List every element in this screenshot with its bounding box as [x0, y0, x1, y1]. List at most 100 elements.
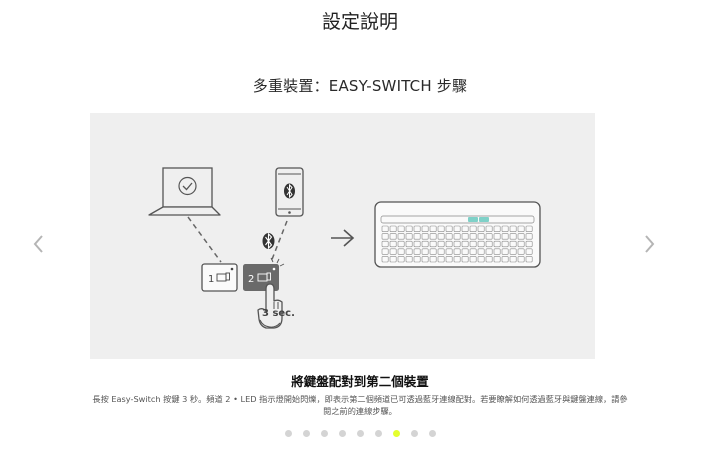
- keyboard-key: [453, 225, 461, 232]
- keyboard-key: [525, 256, 533, 263]
- keyboard-key: [509, 233, 517, 240]
- page-title: 設定說明: [321, 11, 398, 33]
- press-hand-icon: 3 sec.: [257, 283, 295, 329]
- keyboard-key: [389, 233, 397, 240]
- keyboard-key: [405, 225, 413, 232]
- carousel-dot[interactable]: [428, 430, 436, 437]
- keyboard-key: [509, 248, 517, 255]
- keyboard-key: [437, 233, 445, 240]
- keyboard-key: [381, 248, 389, 255]
- keyboard-key: [413, 225, 421, 232]
- keyboard-key: [493, 240, 501, 248]
- keyboard-key: [461, 240, 469, 248]
- keyboard-key: [389, 225, 397, 232]
- keyboard-key: [493, 256, 501, 263]
- carousel-dot[interactable]: [356, 430, 364, 437]
- keyboard-key: [501, 225, 509, 232]
- keyboard-key: [517, 225, 525, 232]
- keyboard-key: [405, 256, 413, 263]
- keyboard-key: [517, 256, 525, 263]
- easy-switch-key-2: 2: [243, 257, 285, 291]
- keyboard-key: [421, 225, 429, 232]
- laptop-icon: [148, 167, 221, 216]
- carousel-next-button[interactable]: [640, 230, 658, 258]
- keyboard-key: [525, 233, 533, 240]
- carousel-dot[interactable]: [374, 430, 382, 437]
- keyboard-key: [453, 248, 461, 255]
- keyboard-key: [493, 248, 501, 255]
- carousel-dot[interactable]: [392, 430, 400, 437]
- connection-line-laptop: [187, 216, 222, 263]
- phone-icon: [275, 167, 304, 217]
- keyboard-key: [509, 240, 517, 248]
- keyboard-key: [437, 240, 445, 248]
- keyboard-key: [437, 248, 445, 255]
- keyboard-key: [445, 248, 453, 255]
- caption-description: 長按 Easy-Switch 按鍵 3 秒。頻道 2 • LED 指示燈開始閃爍…: [92, 394, 628, 416]
- keyboard-key: [405, 240, 413, 248]
- channel-1-label: 1: [208, 274, 214, 285]
- keyboard-key: [517, 233, 525, 240]
- hold-time-label: 3 sec.: [262, 308, 295, 319]
- keyboard-key: [453, 240, 461, 248]
- carousel-dot[interactable]: [338, 430, 346, 437]
- keyboard-key: [501, 233, 509, 240]
- carousel-dot[interactable]: [320, 430, 328, 437]
- keyboard-key: [517, 240, 525, 248]
- keyboard-key: [405, 233, 413, 240]
- carousel-prev-button[interactable]: [30, 230, 48, 258]
- keyboard-key: [413, 256, 421, 263]
- keyboard-key: [461, 233, 469, 240]
- keyboard-key: [461, 248, 469, 255]
- carousel-dot[interactable]: [410, 430, 418, 437]
- keyboard-key: [389, 248, 397, 255]
- keyboard-key: [421, 240, 429, 248]
- keyboard-key: [429, 240, 437, 248]
- keyboard-key: [469, 256, 477, 263]
- keyboard-key: [509, 225, 517, 232]
- keyboard-key: [461, 256, 469, 263]
- chevron-left-icon: [33, 235, 43, 253]
- keyboard-key: [381, 256, 389, 263]
- keyboard-key: [381, 225, 389, 232]
- carousel-dot[interactable]: [302, 430, 310, 437]
- keyboard-key: [485, 248, 493, 255]
- keyboard-key: [485, 225, 493, 232]
- keyboard-key: [397, 248, 405, 255]
- keyboard-key: [493, 233, 501, 240]
- keyboard-key: [421, 248, 429, 255]
- keyboard-illustration: [374, 201, 541, 268]
- keyboard-key: [413, 240, 421, 248]
- keyboard-key: [397, 225, 405, 232]
- keyboard-key: [405, 248, 413, 255]
- keyboard-key: [453, 233, 461, 240]
- easy-switch-key-1: 1: [201, 263, 238, 292]
- keyboard-key: [477, 225, 485, 232]
- section-title: 多重裝置：EASY-SWITCH 步驟: [252, 77, 468, 95]
- channel-2-label: 2: [248, 274, 254, 285]
- keyboard-key: [477, 233, 485, 240]
- keyboard-key: [397, 256, 405, 263]
- chevron-right-icon: [645, 235, 655, 253]
- keyboard-key: [469, 248, 477, 255]
- keyboard-key: [485, 256, 493, 263]
- keyboard-key: [485, 233, 493, 240]
- keyboard-key: [501, 248, 509, 255]
- keyboard-key: [421, 233, 429, 240]
- caption-title: 將鍵盤配對到第二個裝置: [291, 374, 429, 389]
- keyboard-key: [445, 256, 453, 263]
- connection-line-phone: [270, 220, 288, 263]
- keyboard-key: [509, 256, 517, 263]
- keyboard-key: [413, 248, 421, 255]
- keyboard-key: [381, 240, 389, 248]
- keyboard-key: [469, 233, 477, 240]
- keyboard-key: [469, 240, 477, 248]
- keyboard-key: [485, 240, 493, 248]
- keyboard-key: [461, 225, 469, 232]
- carousel-dot[interactable]: [284, 430, 292, 437]
- keyboard-key: [493, 225, 501, 232]
- keyboard-key: [445, 240, 453, 248]
- keyboard-key: [445, 225, 453, 232]
- keyboard-key: [381, 233, 389, 240]
- keyboard-key: [445, 233, 453, 240]
